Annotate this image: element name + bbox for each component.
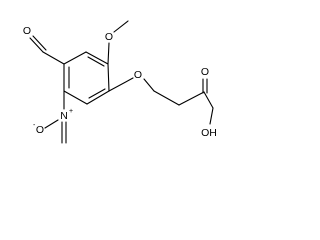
hydroxyl-label: OH: [201, 127, 217, 139]
ring-double-bond-c3-c4: [88, 88, 106, 99]
bond-ring-to-ether-oxygen: [108, 77, 134, 92]
carbonyl-oxygen-label: O: [201, 66, 209, 78]
aldehyde-group: O: [23, 25, 65, 65]
chemical-structure-diagram: O O O OH O N + O -: [23, 20, 217, 144]
benzene-ring: [63, 51, 110, 105]
bond-ether-oxygen-to-ch2: [143, 78, 155, 92]
bond-carboxyl-carbon-to-hydroxyl: [209, 107, 214, 125]
aldehyde-double-bond-a: [29, 37, 44, 53]
methoxy-oxygen-label: O: [105, 31, 113, 43]
nitro-nitrogen-label: N: [60, 110, 68, 122]
bond-methoxy-oxygen-to-methyl: [113, 20, 129, 33]
nitro-group: N + O -: [33, 90, 73, 144]
ring-bond-c6-c1: [63, 51, 87, 65]
butanoic-acid-chain: O O OH: [108, 66, 217, 139]
ring-bond-c3-c4: [86, 90, 110, 105]
aldehyde-oxygen-label: O: [23, 25, 31, 37]
bond-ring-to-aldehyde-carbon: [42, 51, 65, 65]
nitro-oxygen-label: O: [36, 124, 44, 136]
methoxy-group: O: [105, 20, 129, 65]
bond-nitro-nitrogen-to-oxygen: [44, 119, 59, 129]
nitro-negative-charge: -: [33, 122, 36, 129]
bond-ring-to-methoxy-oxygen: [107, 42, 110, 65]
bond-ch2-to-carboxyl-carbon: [203, 91, 214, 109]
bond-ch2-to-ch2-2: [178, 91, 205, 106]
nitro-positive-charge: +: [69, 108, 73, 115]
ether-oxygen-label: O: [134, 69, 142, 81]
bond-ch2-to-ch2: [153, 90, 180, 106]
ring-bond-c1-c2: [85, 51, 109, 65]
aldehyde-double-bond-b: [32, 35, 47, 51]
ring-bond-c4-c5: [63, 90, 88, 105]
ring-double-bond-c1-c2: [87, 56, 105, 67]
ring-bond-c2-c3: [107, 63, 110, 92]
